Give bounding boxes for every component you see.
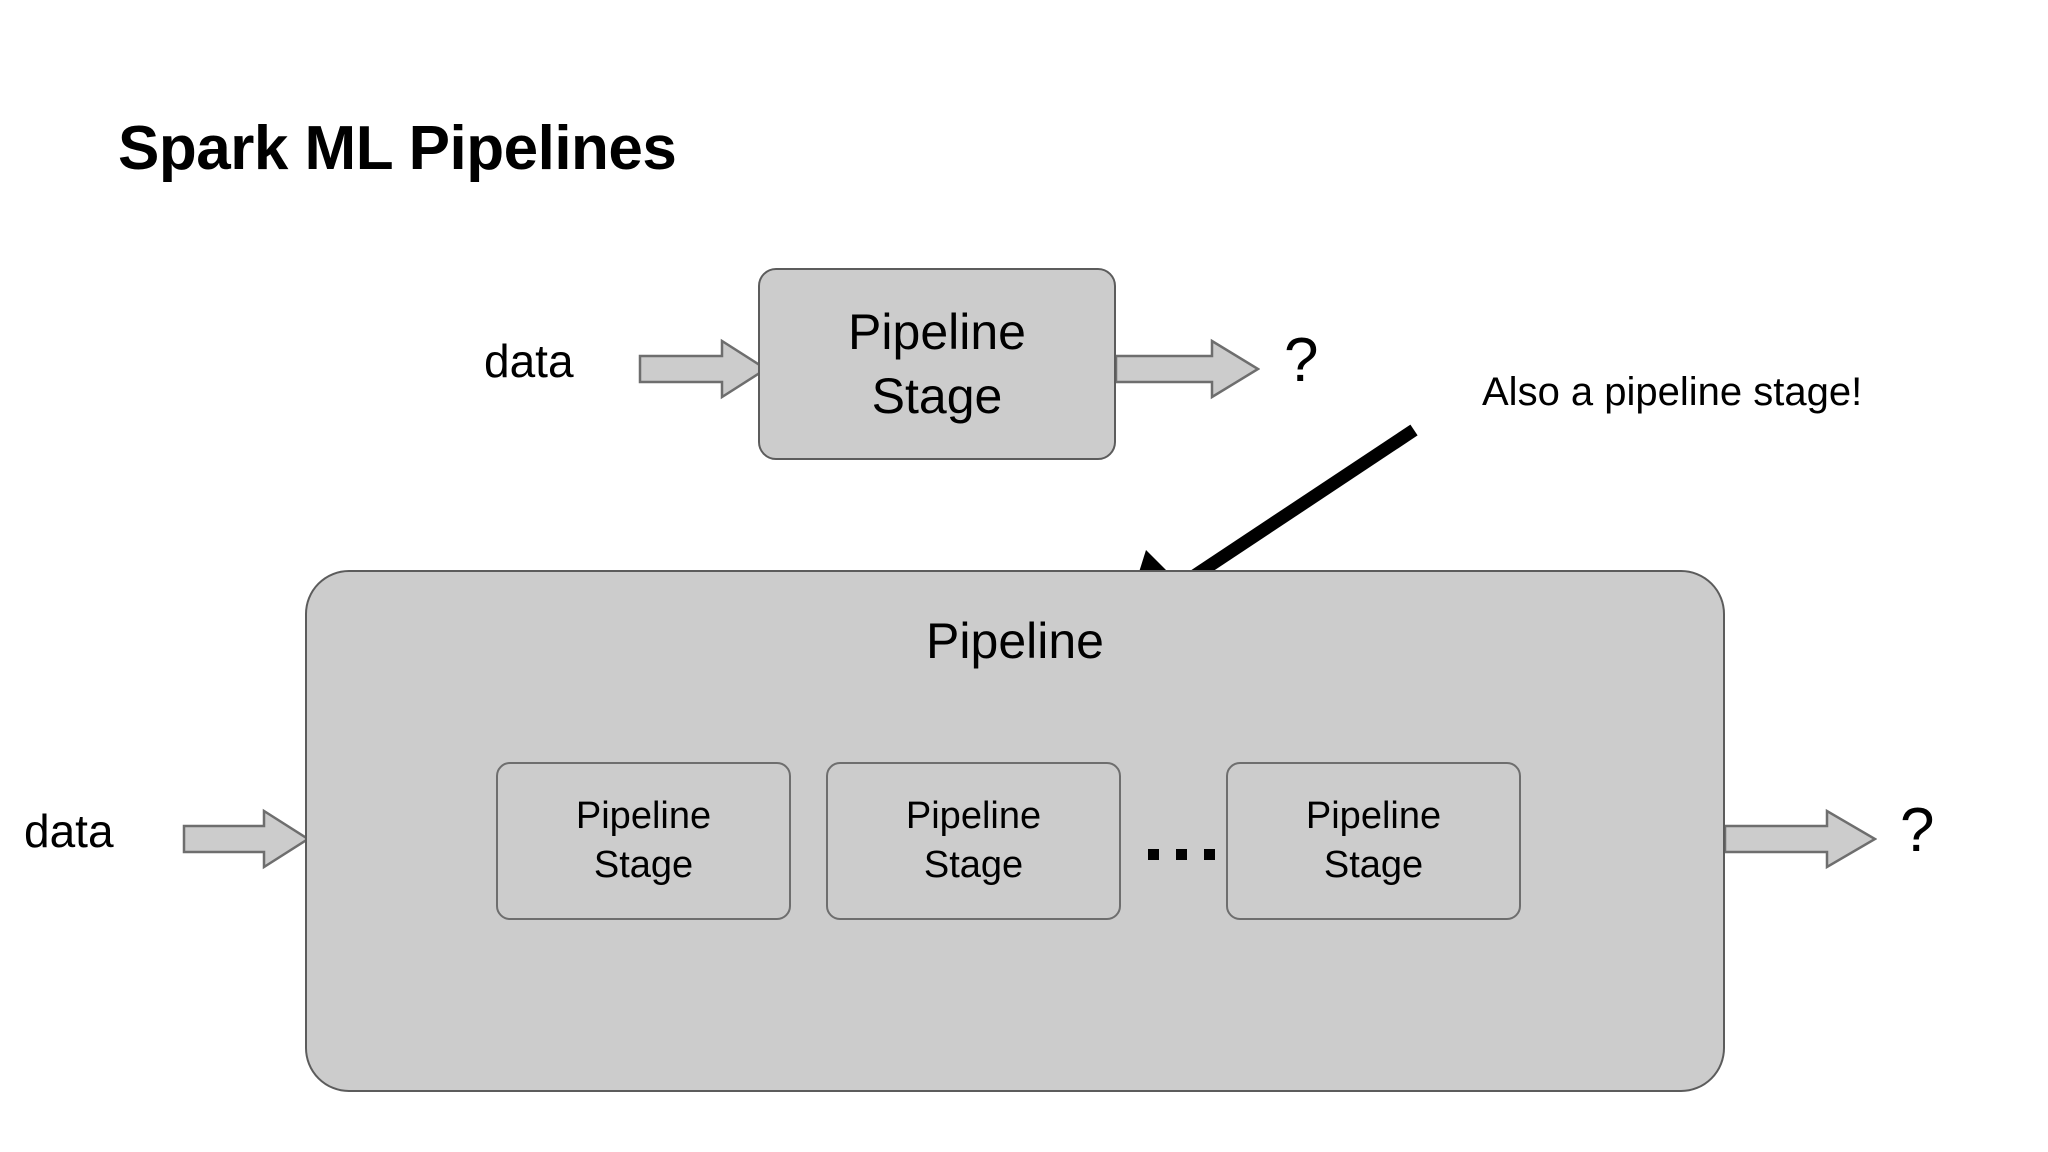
bottom-input-label: data: [24, 805, 114, 857]
top-stage-line-2: Stage: [871, 368, 1003, 424]
inner-stage-1-line-2: Stage: [593, 844, 694, 886]
pipeline-stages-ellipsis: [1148, 849, 1215, 860]
ellipsis-dot-1: [1148, 849, 1159, 860]
inner-stage-3-line-2: Stage: [1323, 844, 1424, 886]
bottom-input-block-arrow-right-icon: [182, 808, 310, 870]
inner-stage-2-line-2: Stage: [923, 844, 1024, 886]
pipeline-title-label: Pipeline: [926, 613, 1104, 669]
inner-pipeline-stage-box-2: Pipeline Stage: [826, 762, 1121, 920]
inner-stage-1-line-1: Pipeline: [575, 794, 712, 837]
bottom-output-question-mark: ?: [1900, 796, 1935, 865]
ellipsis-dot-2: [1176, 849, 1187, 860]
top-output-block-arrow-right-icon: [1116, 338, 1260, 400]
top-pipeline-stage-box: Pipeline Stage: [758, 268, 1116, 460]
bottom-output-block-arrow-right-icon: [1725, 808, 1877, 870]
page-title: Spark ML Pipelines: [118, 114, 677, 183]
inner-pipeline-stage-box-1: Pipeline Stage: [496, 762, 791, 920]
inner-pipeline-stage-box-3: Pipeline Stage: [1226, 762, 1521, 920]
top-input-label: data: [484, 335, 574, 387]
top-input-block-arrow-right-icon: [638, 338, 768, 400]
inner-stage-3-line-1: Pipeline: [1305, 794, 1442, 837]
annotation-text: Also a pipeline stage!: [1482, 370, 1863, 414]
top-output-question-mark: ?: [1284, 326, 1319, 395]
ellipsis-dot-3: [1204, 849, 1215, 860]
top-stage-line-1: Pipeline: [848, 304, 1026, 360]
inner-stage-2-line-1: Pipeline: [905, 794, 1042, 837]
